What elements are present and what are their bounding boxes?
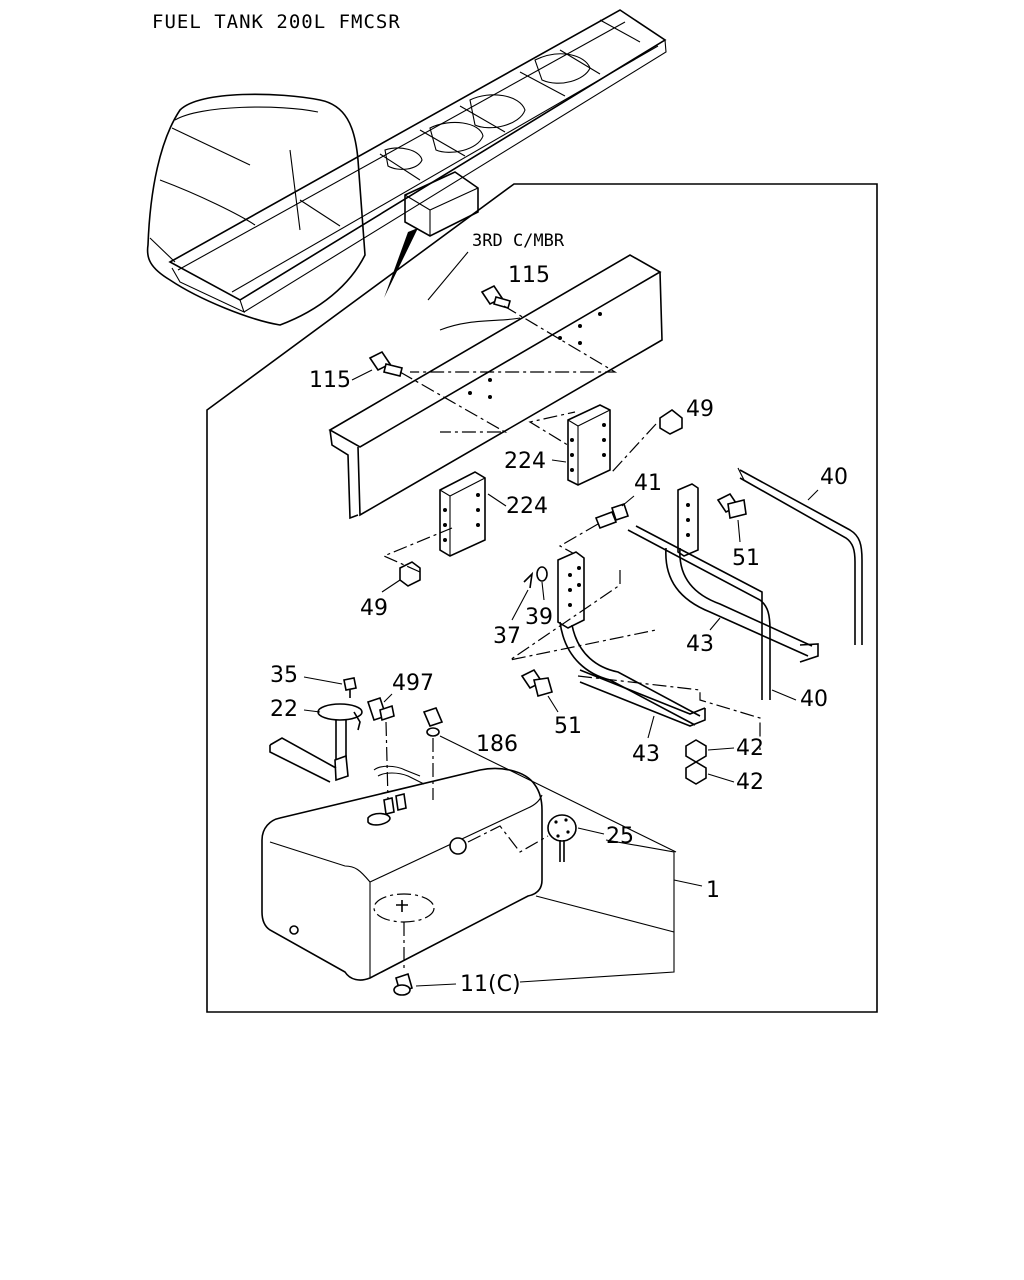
fuel-sender-unit-22 (269, 703, 363, 783)
callout-49-upper: 49 (686, 397, 714, 422)
callout-186: 186 (476, 732, 518, 757)
callout-37: 37 (493, 624, 521, 649)
callout-35: 35 (270, 663, 298, 688)
callout-42-lower: 42 (736, 770, 764, 795)
screw-35 (343, 677, 357, 698)
callout-115-upper: 115 (508, 263, 550, 288)
callout-22: 22 (270, 697, 298, 722)
nut-49-lower (399, 561, 421, 587)
tank-cradle-assembly (557, 483, 819, 727)
strap-40-upper (737, 467, 863, 645)
callout-42-upper: 42 (736, 736, 764, 761)
callout-49-lower: 49 (360, 596, 388, 621)
washer-39 (536, 566, 548, 582)
nut-49-upper (659, 409, 683, 435)
callout-40-upper: 40 (820, 465, 848, 490)
callout-1: 1 (706, 878, 720, 903)
frame-rail-section (328, 254, 663, 520)
callout-39: 39 (525, 605, 553, 630)
callout-51-lower: 51 (554, 714, 582, 739)
drain-plug-11c (393, 972, 413, 996)
bracket-224-upper (567, 404, 611, 486)
frame-note-label: 3RD C/MBR (472, 231, 565, 251)
callout-51-upper: 51 (732, 546, 760, 571)
callout-43-lower: 43 (632, 742, 660, 767)
bolt-115-lower (368, 350, 403, 377)
bolt-115-upper (480, 284, 511, 309)
detail-view-border (206, 183, 878, 1013)
pin-37 (523, 571, 534, 589)
callout-224-lower: 224 (506, 494, 548, 519)
nut-42-upper (685, 739, 707, 763)
callout-224-upper: 224 (504, 449, 546, 474)
callout-41: 41 (634, 471, 662, 496)
callout-497: 497 (392, 671, 434, 696)
truck-overview-illustration (146, 9, 667, 326)
bolt-41 (594, 502, 630, 530)
callout-25: 25 (606, 824, 634, 849)
bolt-51-lower (520, 668, 553, 697)
fuel-tank-1 (261, 765, 543, 981)
diagram-title: FUEL TANK 200L FMCSR (152, 11, 401, 33)
gauge-sender-25 (547, 814, 577, 862)
callout-43-upper: 43 (686, 632, 714, 657)
bolt-51-upper (716, 492, 747, 519)
cap-186 (422, 707, 444, 737)
callout-115-lower: 115 (309, 368, 351, 393)
fitting-497 (366, 696, 395, 722)
bracket-224-lower (439, 471, 486, 557)
nut-42-lower (685, 761, 707, 785)
callout-11c: 11(C) (460, 972, 521, 997)
callout-40-lower: 40 (800, 687, 828, 712)
